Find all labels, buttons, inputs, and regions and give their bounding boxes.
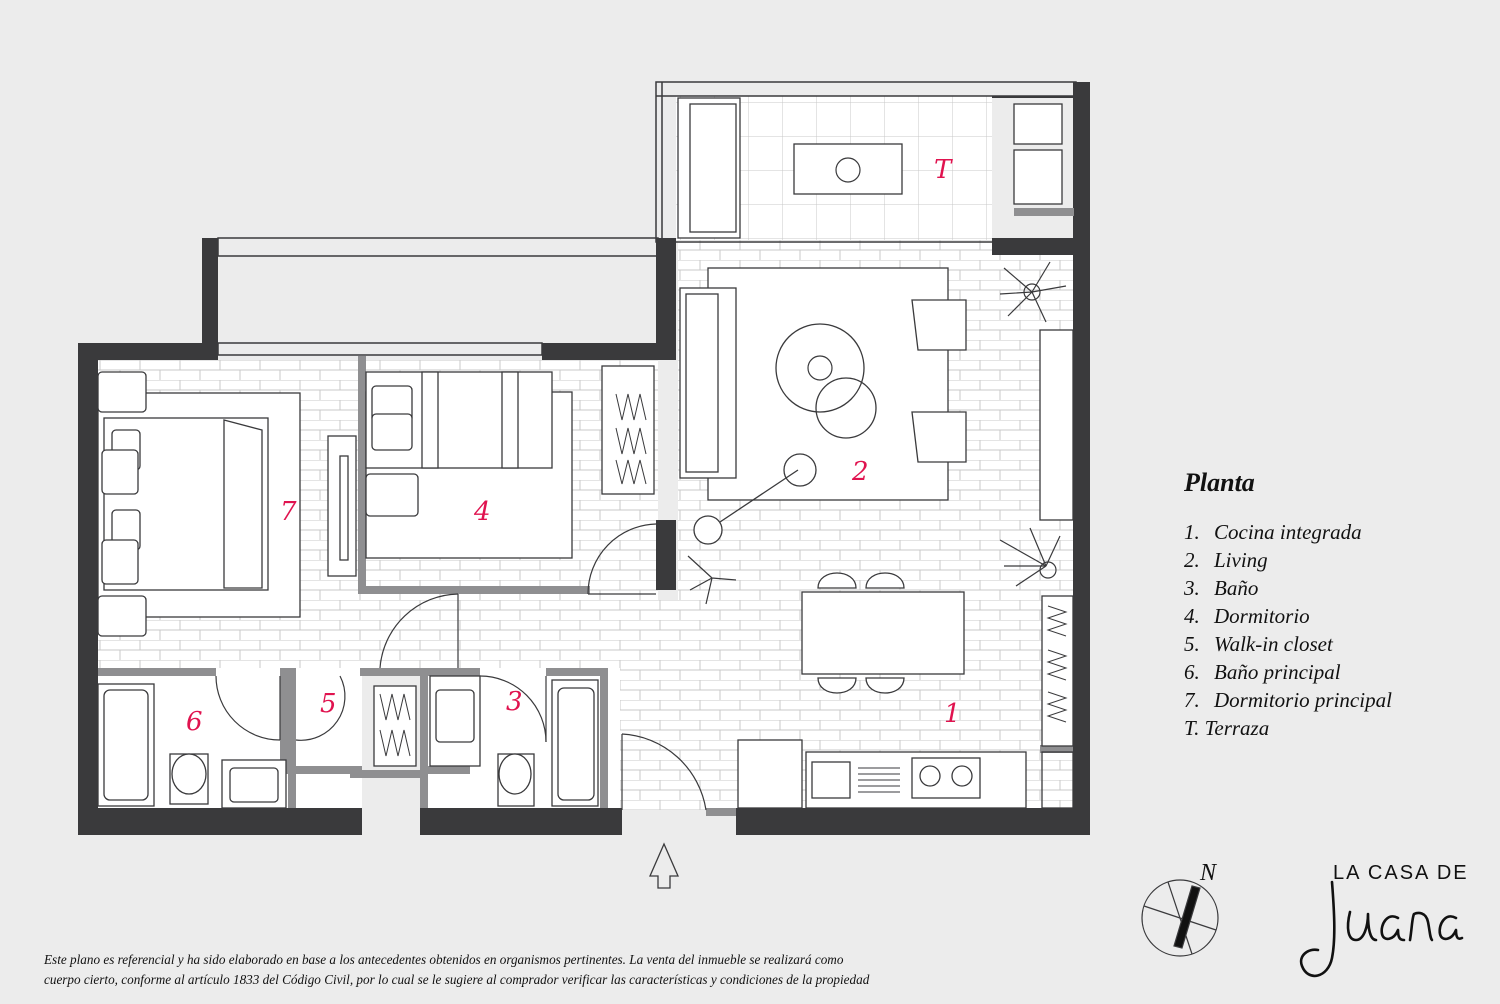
north-compass <box>1141 879 1219 957</box>
legend-item-number: 1. <box>1184 520 1200 544</box>
doors <box>215 523 707 811</box>
legend-item: T. Terraza <box>1184 714 1392 742</box>
legend-item-number: T. <box>1184 716 1200 740</box>
legend-item: 1. Cocina integrada <box>1184 518 1392 546</box>
legend-item: 2. Living <box>1184 546 1392 574</box>
disclaimer-line-1: Este plano es referencial y ha sido elab… <box>44 952 844 967</box>
legend-item-label: Walk-in closet <box>1214 632 1333 656</box>
room-number-5: 5 <box>320 689 337 719</box>
legend-item: 5. Walk-in closet <box>1184 630 1392 658</box>
room-labels: 1 2 3 4 5 6 7 T <box>186 155 961 737</box>
legend-item-label: Cocina integrada <box>1214 520 1362 544</box>
legend-item: 6. Baño principal <box>1184 658 1392 686</box>
legend-item-label: Terraza <box>1204 716 1270 740</box>
legend-item-number: 7. <box>1184 688 1200 712</box>
walls <box>78 82 1090 835</box>
brand-logo-script <box>1299 880 1464 978</box>
legend-item: 4. Dormitorio <box>1184 602 1392 630</box>
legend-item: 3. Baño <box>1184 574 1392 602</box>
room-number-1: 1 <box>944 699 961 729</box>
furniture <box>97 97 1074 809</box>
legend-title: Planta <box>1184 468 1255 497</box>
legend-item-label: Baño <box>1214 576 1259 600</box>
brand-name-top: LA CASA DE <box>1333 862 1469 884</box>
legend-item-number: 4. <box>1184 604 1200 628</box>
entrance-arrow <box>649 842 679 889</box>
legend-item-number: 3. <box>1184 576 1200 600</box>
legend-item-label: Baño principal <box>1214 660 1341 684</box>
compass-north-label: N <box>1200 860 1217 886</box>
disclaimer-line-2: cuerpo cierto, conforme al artículo 1833… <box>44 972 870 987</box>
room-number-3: 3 <box>506 687 523 717</box>
plant-icons <box>687 157 1067 605</box>
legend: Planta 1. Cocina integrada 2. Living 3. Bañ… <box>1184 468 1392 742</box>
legend-item-number: 2. <box>1184 548 1200 572</box>
legend-item: 7. Dormitorio principal <box>1184 686 1392 714</box>
room-number-7: 7 <box>280 497 297 527</box>
legend-list: 1. Cocina integrada 2. Living 3. Baño 4. Dor… <box>1184 518 1392 742</box>
disclaimer: Este plano es referencial y ha sido elab… <box>44 950 1104 990</box>
closet-hatching <box>379 393 1068 793</box>
legend-item-label: Dormitorio <box>1214 604 1310 628</box>
legend-item-label: Dormitorio principal <box>1214 688 1392 712</box>
legend-item-number: 5. <box>1184 632 1200 656</box>
partitions <box>98 208 1074 816</box>
room-number-2: 2 <box>851 457 869 487</box>
room-number-6: 6 <box>186 707 203 737</box>
room-number-4: 4 <box>473 497 491 527</box>
room-number-terrace: T <box>934 155 953 185</box>
legend-item-number: 6. <box>1184 660 1200 684</box>
legend-item-label: Living <box>1214 548 1268 572</box>
